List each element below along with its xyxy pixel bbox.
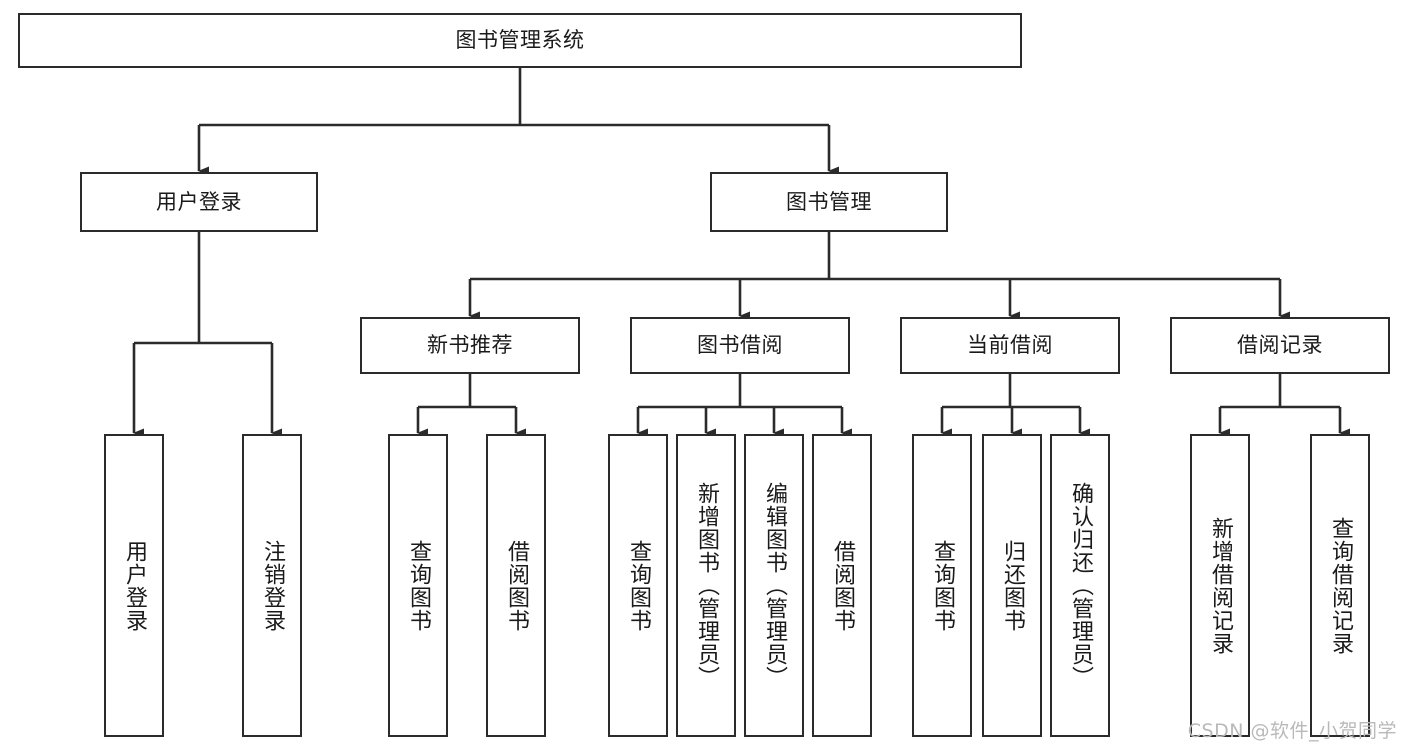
node-label: 新书推荐: [427, 333, 513, 358]
node-label: 用户登录: [121, 539, 147, 632]
node-label: 新增图书（管理员）: [693, 482, 719, 689]
node-label: 借阅记录: [1237, 333, 1323, 358]
node-leaf-br-add[interactable]: 新增借阅记录: [1190, 434, 1250, 737]
node-book-manage[interactable]: 图书管理: [710, 172, 948, 232]
node-borrow-record[interactable]: 借阅记录: [1170, 317, 1390, 374]
node-leaf-bb-borrow[interactable]: 借阅图书: [812, 434, 872, 737]
node-label: 注销登录: [259, 539, 285, 632]
node-new-book-rec[interactable]: 新书推荐: [360, 317, 580, 374]
node-leaf-user-login[interactable]: 用户登录: [104, 434, 164, 737]
node-leaf-rec-query[interactable]: 查询图书: [388, 434, 448, 737]
node-root[interactable]: 图书管理系统: [18, 13, 1022, 68]
node-leaf-cb-return[interactable]: 归还图书: [982, 434, 1042, 737]
node-leaf-br-query[interactable]: 查询借阅记录: [1310, 434, 1370, 737]
node-label: 查询图书: [929, 539, 955, 632]
node-label: 归还图书: [999, 539, 1025, 632]
node-label: 查询图书: [625, 539, 651, 632]
node-label: 查询借阅记录: [1327, 516, 1353, 655]
node-current-borrow[interactable]: 当前借阅: [900, 317, 1120, 374]
node-leaf-logout[interactable]: 注销登录: [242, 434, 302, 737]
node-leaf-bb-edit[interactable]: 编辑图书（管理员）: [744, 434, 804, 737]
node-label: 当前借阅: [967, 333, 1053, 358]
node-label: 编辑图书（管理员）: [761, 482, 787, 689]
node-leaf-cb-confirm[interactable]: 确认归还（管理员）: [1050, 434, 1110, 737]
node-label: 确认归还（管理员）: [1067, 482, 1093, 689]
node-leaf-rec-borrow[interactable]: 借阅图书: [486, 434, 546, 737]
node-label: 新增借阅记录: [1207, 516, 1233, 655]
node-label: 查询图书: [405, 539, 431, 632]
node-leaf-cb-query[interactable]: 查询图书: [912, 434, 972, 737]
node-leaf-bb-add[interactable]: 新增图书（管理员）: [676, 434, 736, 737]
node-label: 图书借阅: [697, 333, 783, 358]
node-leaf-bb-query[interactable]: 查询图书: [608, 434, 668, 737]
node-user-login[interactable]: 用户登录: [80, 172, 318, 232]
node-label: 借阅图书: [503, 539, 529, 632]
node-label: 图书管理系统: [455, 28, 585, 53]
node-label: 用户登录: [156, 189, 242, 214]
node-label: 借阅图书: [829, 539, 855, 632]
node-book-borrow[interactable]: 图书借阅: [630, 317, 850, 374]
node-label: 图书管理: [786, 189, 872, 214]
